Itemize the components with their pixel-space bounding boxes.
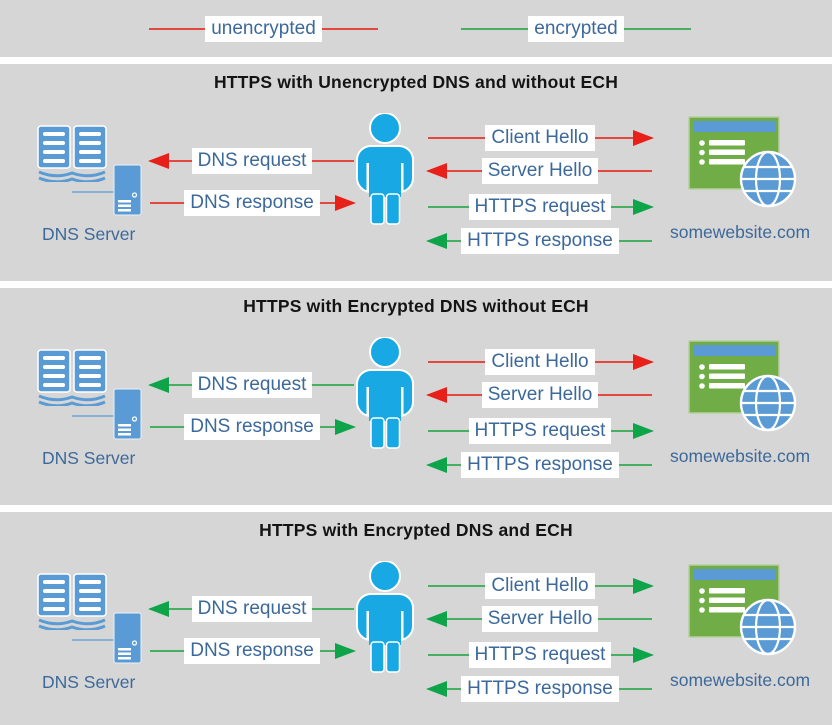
dns-server-icon (113, 388, 142, 440)
website-icon (688, 340, 802, 436)
website-icon (688, 116, 802, 212)
arrow-dns-response: DNS response (150, 636, 356, 666)
dns-connector-line (72, 639, 116, 641)
arrow-server-hello: Server Hello (426, 604, 652, 634)
arrow-https-response: HTTPS response (426, 674, 652, 704)
dns-request-label: DNS request (191, 372, 313, 398)
arrowhead-left-icon (148, 153, 169, 169)
server-hello-label: Server Hello (481, 606, 599, 632)
arrowhead-left-icon (426, 681, 447, 697)
client-hello-label: Client Hello (485, 349, 595, 375)
arrow-https-request: HTTPS request (428, 192, 654, 222)
arrow-client-hello: Client Hello (428, 571, 654, 601)
panel-encrypted-dns-with-ech: HTTPS with Encrypted DNS and ECH DNS Ser… (0, 512, 832, 725)
dns-connector-line (72, 191, 116, 193)
website-label: somewebsite.com (669, 446, 811, 466)
person-icon (356, 561, 414, 673)
arrow-dns-request: DNS request (148, 370, 354, 400)
arrow-dns-response: DNS response (150, 188, 356, 218)
arrow-https-request: HTTPS request (428, 640, 654, 670)
client-hello-label: Client Hello (485, 125, 595, 151)
arrowhead-right-icon (335, 643, 356, 659)
dns-response-label: DNS response (184, 414, 320, 440)
arrowhead-left-icon (426, 387, 447, 403)
arrowhead-right-icon (335, 419, 356, 435)
dns-book-icon (36, 572, 108, 630)
website-label: somewebsite.com (669, 670, 811, 690)
dns-server-icon (113, 612, 142, 664)
legend-encrypted-label: encrypted (528, 16, 624, 42)
arrowhead-left-icon (426, 611, 447, 627)
https-request-label: HTTPS request (468, 642, 612, 668)
arrow-server-hello: Server Hello (426, 156, 652, 186)
legend-band: unencrypted encrypted (0, 0, 832, 57)
panel-encrypted-dns-no-ech: HTTPS with Encrypted DNS without ECH DNS… (0, 288, 832, 505)
dns-request-label: DNS request (191, 596, 313, 622)
arrowhead-right-icon (633, 423, 654, 439)
legend-unencrypted: unencrypted (149, 14, 378, 44)
arrowhead-left-icon (426, 457, 447, 473)
arrow-server-hello: Server Hello (426, 380, 652, 410)
arrow-https-response: HTTPS response (426, 450, 652, 480)
https-request-label: HTTPS request (468, 194, 612, 220)
dns-server-label: DNS Server (42, 672, 136, 692)
dns-request-label: DNS request (191, 148, 313, 174)
arrow-https-response: HTTPS response (426, 226, 652, 256)
client-hello-label: Client Hello (485, 573, 595, 599)
dns-book-icon (36, 348, 108, 406)
arrowhead-right-icon (633, 199, 654, 215)
dns-book-icon (36, 124, 108, 182)
legend-unencrypted-label: unencrypted (205, 16, 322, 42)
panel-title: HTTPS with Encrypted DNS and ECH (259, 520, 573, 540)
https-response-label: HTTPS response (461, 676, 619, 702)
arrowhead-right-icon (335, 195, 356, 211)
arrowhead-right-icon (633, 647, 654, 663)
arrow-dns-request: DNS request (148, 594, 354, 624)
arrow-dns-response: DNS response (150, 412, 356, 442)
arrow-https-request: HTTPS request (428, 416, 654, 446)
panel-unencrypted-dns-no-ech: HTTPS with Unencrypted DNS and without E… (0, 64, 832, 281)
server-hello-label: Server Hello (481, 382, 599, 408)
https-response-label: HTTPS response (461, 452, 619, 478)
dns-response-label: DNS response (184, 190, 320, 216)
arrowhead-left-icon (148, 601, 169, 617)
arrow-client-hello: Client Hello (428, 347, 654, 377)
arrow-client-hello: Client Hello (428, 123, 654, 153)
website-icon (688, 564, 802, 660)
arrowhead-left-icon (426, 233, 447, 249)
https-response-label: HTTPS response (461, 228, 619, 254)
arrowhead-left-icon (426, 163, 447, 179)
arrowhead-left-icon (148, 377, 169, 393)
arrowhead-right-icon (633, 578, 654, 594)
arrowhead-right-icon (633, 130, 654, 146)
dns-connector-line (72, 415, 116, 417)
panel-title: HTTPS with Unencrypted DNS and without E… (213, 72, 619, 92)
legend-encrypted: encrypted (461, 14, 691, 44)
arrowhead-right-icon (633, 354, 654, 370)
https-request-label: HTTPS request (468, 418, 612, 444)
arrow-dns-request: DNS request (148, 146, 354, 176)
person-icon (356, 337, 414, 449)
dns-server-label: DNS Server (42, 448, 136, 468)
panel-title: HTTPS with Encrypted DNS without ECH (243, 296, 589, 316)
dns-response-label: DNS response (184, 638, 320, 664)
person-icon (356, 113, 414, 225)
website-label: somewebsite.com (669, 222, 811, 242)
dns-server-icon (113, 164, 142, 216)
dns-server-label: DNS Server (42, 224, 136, 244)
server-hello-label: Server Hello (481, 158, 599, 184)
